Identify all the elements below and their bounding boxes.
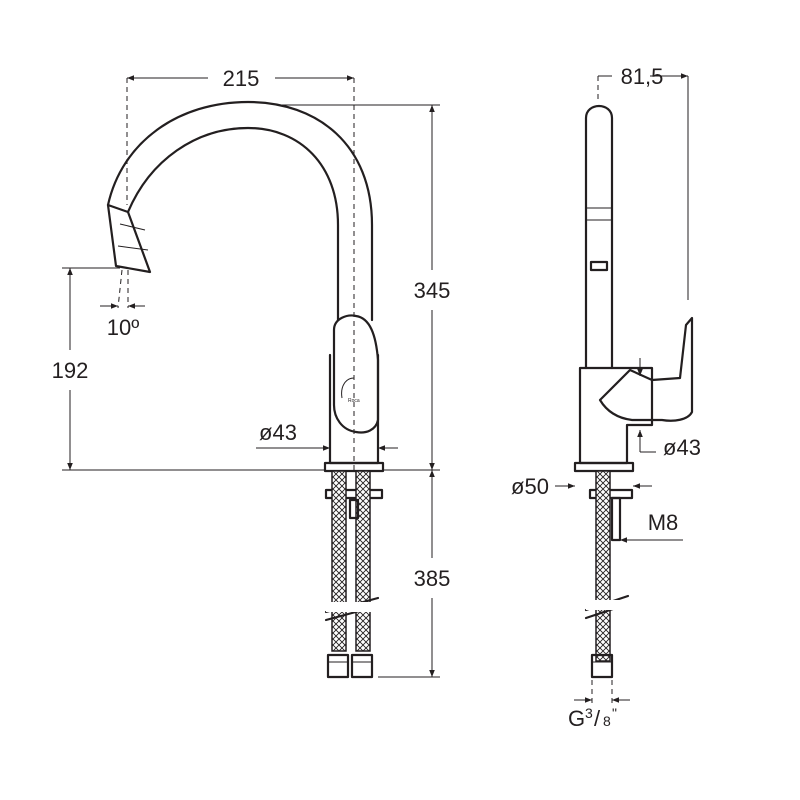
dim-base-diameter: ø50 bbox=[511, 474, 549, 499]
dim-width: 215 bbox=[223, 66, 260, 91]
side-view: 81,5 ø43 ø50 M8 G 3 / 8 " bbox=[511, 64, 701, 731]
thread-numerator: 3 bbox=[585, 705, 593, 721]
front-dimensions: 215 345 192 10º ø43 bbox=[52, 66, 451, 678]
front-view: Roca 215 bbox=[52, 66, 451, 679]
side-spout bbox=[584, 104, 614, 370]
side-mounting bbox=[584, 470, 634, 679]
thread-slash: / bbox=[594, 706, 601, 731]
dim-spout-height: 192 bbox=[52, 358, 89, 383]
brand-logo: Roca bbox=[348, 398, 360, 404]
thread-suffix: " bbox=[612, 705, 617, 721]
side-body bbox=[573, 316, 694, 473]
front-body: Roca bbox=[323, 314, 385, 473]
dim-lever-diameter: ø43 bbox=[663, 435, 701, 460]
front-mounting bbox=[324, 470, 384, 679]
hose-left bbox=[331, 470, 347, 652]
dim-body-diameter: ø43 bbox=[259, 420, 297, 445]
dim-angle: 10º bbox=[107, 315, 140, 340]
dim-thread: G 3 / 8 " bbox=[568, 705, 617, 731]
thread-denominator: 8 bbox=[603, 713, 611, 729]
dim-depth: 81,5 bbox=[621, 64, 664, 89]
dim-hose-length: 385 bbox=[414, 566, 451, 591]
side-hose bbox=[595, 470, 611, 662]
dim-height: 345 bbox=[414, 278, 451, 303]
thread-prefix: G bbox=[568, 706, 585, 731]
side-dimensions: 81,5 ø43 ø50 M8 G 3 / 8 " bbox=[511, 64, 701, 731]
hose-right bbox=[355, 470, 371, 652]
front-spout bbox=[106, 100, 374, 322]
dim-stud: M8 bbox=[648, 510, 679, 535]
